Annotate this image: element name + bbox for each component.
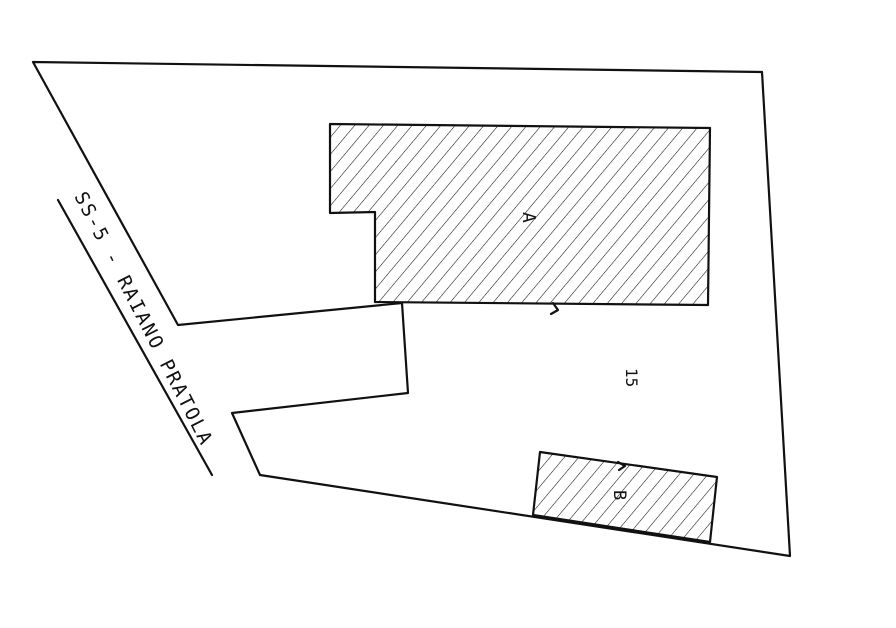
road-label: SS-5 - RAIANO PRATOLA — [70, 188, 218, 449]
lot-boundary — [31, 60, 792, 558]
building-b-label: B — [609, 490, 629, 500]
courtyard-label: 15 — [622, 368, 641, 387]
entrance-mark-b — [616, 460, 627, 472]
entrance-mark-a — [549, 301, 560, 316]
road-edge-line — [56, 198, 214, 477]
building-a — [328, 122, 712, 307]
building-a-label: A — [518, 212, 539, 223]
building-b — [531, 450, 719, 544]
